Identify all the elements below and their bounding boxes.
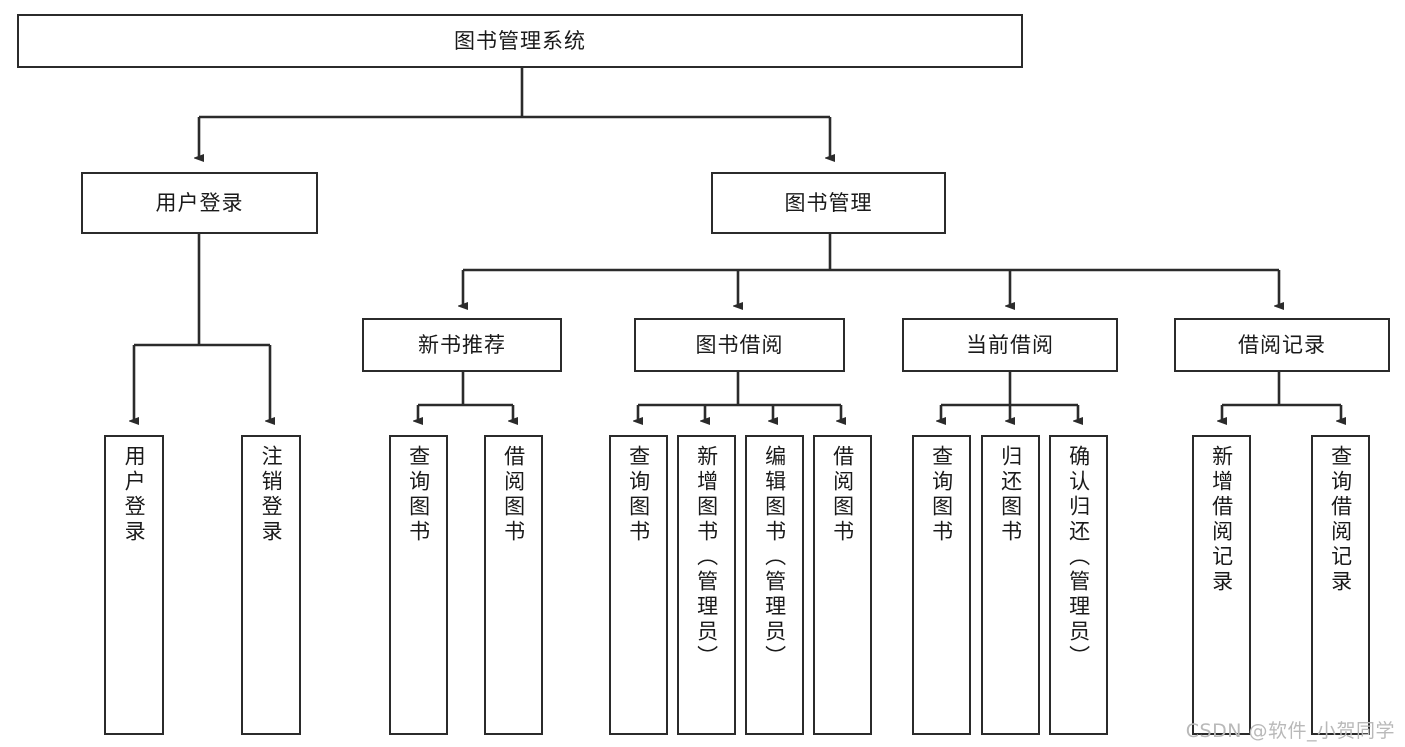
node-label: 借阅记录 <box>1238 332 1326 357</box>
node-label: 确认归还（管理员） <box>1066 445 1091 670</box>
leaf-user-logout[interactable]: 注销登录 <box>241 435 301 735</box>
leaf-query-borrow-record[interactable]: 查询借阅记录 <box>1311 435 1370 735</box>
node-label: 用户登录 <box>155 190 244 215</box>
leaf-borrow-book-recommend[interactable]: 借阅图书 <box>484 435 543 735</box>
node-label: 图书管理系统 <box>454 28 586 53</box>
leaf-confirm-return-admin[interactable]: 确认归还（管理员） <box>1049 435 1108 735</box>
node-book-management[interactable]: 图书管理 <box>711 172 946 234</box>
leaf-query-book-recommend[interactable]: 查询图书 <box>389 435 448 735</box>
node-label: 用户登录 <box>122 445 147 545</box>
node-label: 查询图书 <box>929 445 954 545</box>
node-book-borrow[interactable]: 图书借阅 <box>634 318 845 372</box>
leaf-add-book-admin[interactable]: 新增图书（管理员） <box>677 435 736 735</box>
node-label: 新增图书（管理员） <box>694 445 719 670</box>
leaf-user-login[interactable]: 用户登录 <box>104 435 164 735</box>
leaf-add-borrow-record[interactable]: 新增借阅记录 <box>1192 435 1251 735</box>
node-label: 查询借阅记录 <box>1328 445 1353 595</box>
leaf-query-book-borrow[interactable]: 查询图书 <box>609 435 668 735</box>
csdn-watermark: CSDN @软件_小贺同学 <box>1185 720 1395 742</box>
node-label: 借阅图书 <box>501 445 526 545</box>
node-label: 图书借阅 <box>695 332 784 357</box>
leaf-query-book-current[interactable]: 查询图书 <box>912 435 971 735</box>
node-label: 编辑图书（管理员） <box>762 445 787 670</box>
node-new-book-recommend[interactable]: 新书推荐 <box>362 318 562 372</box>
node-label: 查询图书 <box>626 445 651 545</box>
node-current-borrow[interactable]: 当前借阅 <box>902 318 1118 372</box>
node-label: 查询图书 <box>406 445 431 545</box>
node-label: 新增借阅记录 <box>1209 445 1234 595</box>
leaf-borrow-book[interactable]: 借阅图书 <box>813 435 872 735</box>
node-label: 图书管理 <box>784 190 873 215</box>
node-label: 新书推荐 <box>418 332 506 357</box>
leaf-return-book[interactable]: 归还图书 <box>981 435 1040 735</box>
leaf-edit-book-admin[interactable]: 编辑图书（管理员） <box>745 435 804 735</box>
node-label: 注销登录 <box>259 445 284 545</box>
node-user-login[interactable]: 用户登录 <box>81 172 318 234</box>
node-root-system[interactable]: 图书管理系统 <box>17 14 1023 68</box>
node-label: 借阅图书 <box>830 445 855 545</box>
node-label: 当前借阅 <box>966 332 1054 357</box>
node-label: 归还图书 <box>998 445 1023 545</box>
node-borrow-record[interactable]: 借阅记录 <box>1174 318 1390 372</box>
